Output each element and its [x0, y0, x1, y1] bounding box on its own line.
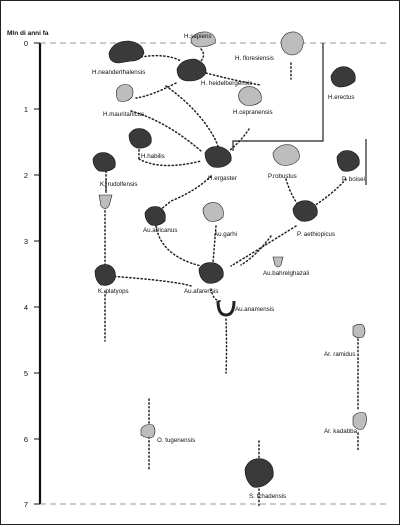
link-mauritanicus-ergaster [130, 110, 202, 152]
link-heidelbergensis-ergaster [165, 85, 220, 150]
platyops-skull-icon [94, 264, 116, 286]
tchadensis-skull-icon [244, 458, 274, 488]
tick-label-1: 1 [24, 105, 28, 114]
label-p-robustus: P.robustus [268, 173, 297, 180]
link-robustus-aethiopicus [285, 178, 300, 207]
label-p-aethiopicus: P. aethiopicus [297, 231, 335, 238]
link-cepranensis-ergaster [228, 128, 250, 152]
link-afarensis-platyops [108, 275, 192, 287]
kadabba-bone-icon [352, 412, 367, 430]
anamensis-jaw-icon [216, 300, 236, 317]
aethiopicus-skull-icon [292, 200, 318, 222]
link-habilis-ergaster [138, 158, 202, 167]
label-h-cepranensis: H.cepranensis [233, 109, 273, 116]
sapiens-skull-icon [190, 31, 216, 48]
link-heidelbergensis-floresiensis [205, 72, 262, 86]
robustus-skull-icon [272, 144, 300, 166]
label-h-heidelbergensis: H. heidelbergensis [201, 80, 252, 87]
africanus-skull-icon [144, 206, 166, 226]
tick-label-2: 2 [24, 171, 28, 180]
axis-ticks: 0 1 2 3 4 5 6 7 [24, 39, 40, 509]
afarensis-skull-icon [198, 262, 224, 284]
tick-label-4: 4 [24, 303, 28, 312]
tick-label-6: 6 [24, 435, 28, 444]
tugenensis-bone-icon [140, 424, 156, 438]
label-h-mauritanicus: H.mauritanicus [103, 111, 144, 118]
ramidus-skull-icon [352, 324, 366, 338]
label-s-tchadensis: S. tchadensis [249, 493, 286, 500]
link-garhi-afarensis [212, 225, 217, 264]
cepranensis-skull-icon [238, 86, 262, 106]
boisei-skull-icon [336, 150, 360, 172]
tick-label-3: 3 [24, 237, 28, 246]
skull-icons [92, 31, 367, 488]
solid-lines [105, 43, 367, 193]
link-afarensis-anamensis [210, 288, 222, 302]
label-k-rudolfensis: K. rudolfensis [100, 181, 138, 188]
label-ar-ramidus: Ar. ramidus [324, 351, 355, 358]
species-labels: H.sapiens H. floresiensis H.neanderthale… [92, 33, 365, 500]
label-au-afarensis: Au.afarensis [184, 288, 218, 295]
label-ar-kadabba: Ar. kadabba [324, 428, 358, 435]
label-au-bahrelghazali: Au.bahrelghazali [263, 270, 309, 277]
link-heidelbergensis-mauritanicus [135, 82, 177, 99]
label-o-tugenensis: O. tugenensis [157, 437, 195, 444]
link-bahrelghazali-afarensis [240, 235, 272, 266]
label-h-sapiens: H.sapiens [184, 33, 212, 40]
habilis-skull-icon [128, 128, 152, 149]
tick-label-0: 0 [24, 39, 28, 48]
label-h-ergaster: H.ergaster [208, 175, 237, 182]
erectus-skull-icon [330, 66, 356, 88]
axis-title: Mln di anni fa [7, 30, 49, 37]
bahrelghazali-jaw-icon [272, 256, 284, 268]
floresiensis-skull-icon [280, 31, 304, 56]
label-k-platyops: K. platyops [98, 288, 129, 295]
link-neanderthalensis-heidelbergensis [140, 54, 182, 62]
link-africanus-afarensis [155, 225, 202, 267]
label-p-boisei: P. boisei [342, 176, 365, 183]
link-sapiens-heidelbergensis [200, 48, 205, 62]
tick-label-5: 5 [24, 369, 28, 378]
mauritanicus-jaw-icon [116, 84, 134, 102]
label-h-neanderthalensis: H.neanderthalensis [92, 69, 145, 76]
label-au-africanus: Au.africanus [143, 227, 177, 234]
tick-label-7: 7 [24, 500, 28, 509]
lineage-lines [104, 48, 359, 507]
link-ergaster-africanus [158, 175, 212, 212]
erectus-range-line [232, 43, 324, 151]
label-au-anamensis: Au.anamensis [235, 306, 274, 313]
label-h-habilis: H.habilis [141, 153, 165, 160]
heidelbergensis-skull-icon [176, 58, 207, 82]
label-au-garhi: Au.garhi [214, 231, 237, 238]
rudolfensis-skull-icon [92, 152, 116, 172]
neanderthalensis-skull-icon [108, 40, 145, 64]
rudolfensis-jaw-icon [98, 194, 113, 209]
garhi-skull-icon [202, 202, 224, 222]
label-h-erectus: H.erectus [328, 94, 354, 101]
label-h-floresiensis: H. floresiensis [235, 55, 274, 62]
link-anamensis-down [225, 318, 228, 374]
ergaster-skull-icon [204, 146, 232, 168]
